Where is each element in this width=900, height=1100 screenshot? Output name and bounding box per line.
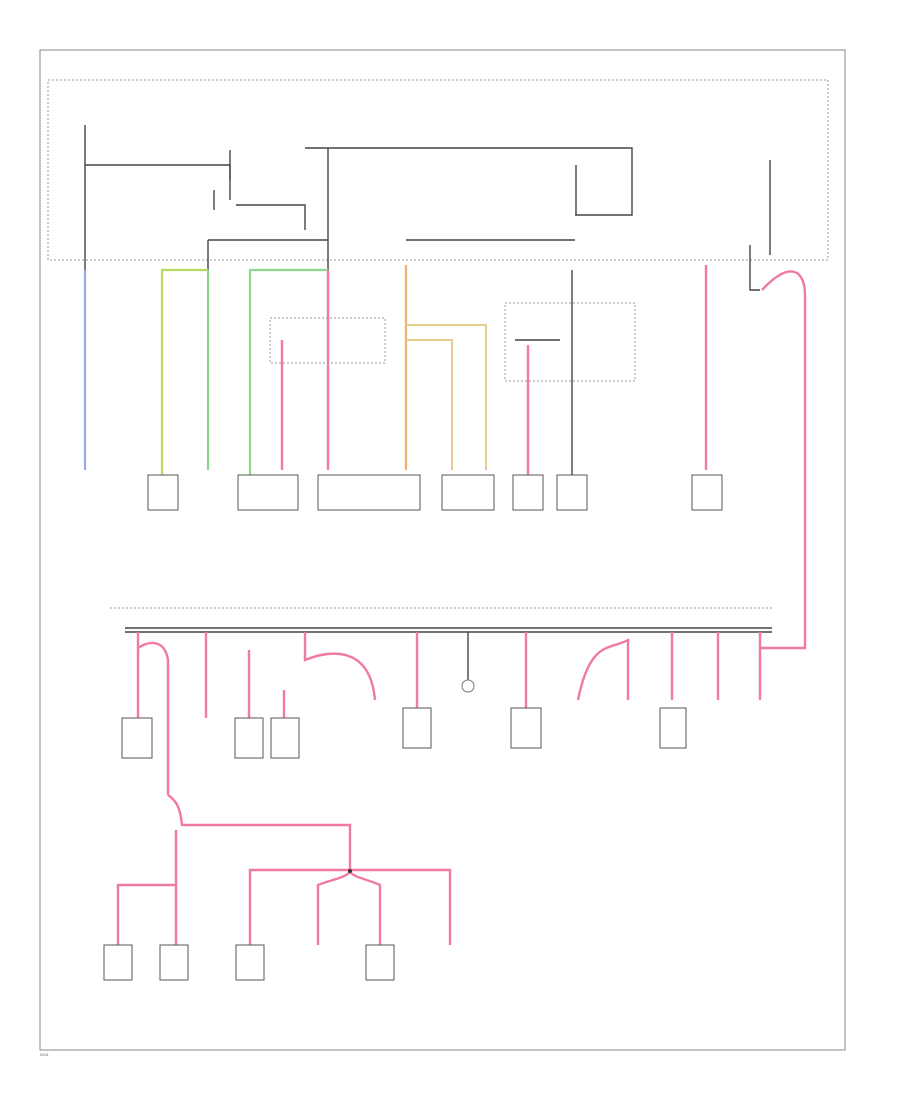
lamp-bot-2 [159,944,189,981]
lamp-bot-3 [235,944,265,981]
lamp-top-1 [147,474,179,511]
lamp-mid-5 [510,707,542,749]
main-pink-bus [760,270,807,650]
fuse-block-internals [84,125,771,291]
lamp-top-4 [441,474,495,511]
fuse-block-enclosure [47,79,829,261]
lamp-mid-1 [121,717,153,759]
lamp-bot-4 [365,944,395,981]
splice-box-right [504,302,636,382]
lamp-top-2 [237,474,299,511]
lamp-mid-2 [234,717,264,759]
splice-node [348,869,352,873]
upper-feed-wires [83,265,708,475]
figure-code: 0001 [40,1052,50,1057]
lamp-mid-4 [402,707,432,749]
top-lamp-row [147,474,723,511]
lamp-top-5 [512,474,544,511]
ground-symbol [461,679,475,693]
lamp-mid-6 [659,707,687,749]
lamp-top-7 [691,474,723,511]
middle-bus [125,627,772,633]
lower-branch-wires [116,794,452,945]
lamp-top-3 [317,474,421,511]
middle-branch-wires [136,632,762,795]
splice-box-left [269,317,386,364]
lamp-bot-1 [103,944,133,981]
middle-lamp-row [121,707,687,759]
lamp-mid-3 [270,717,300,759]
lamp-top-6 [556,474,588,511]
diagram-frame [39,49,846,1051]
bottom-lamp-row [103,944,395,981]
